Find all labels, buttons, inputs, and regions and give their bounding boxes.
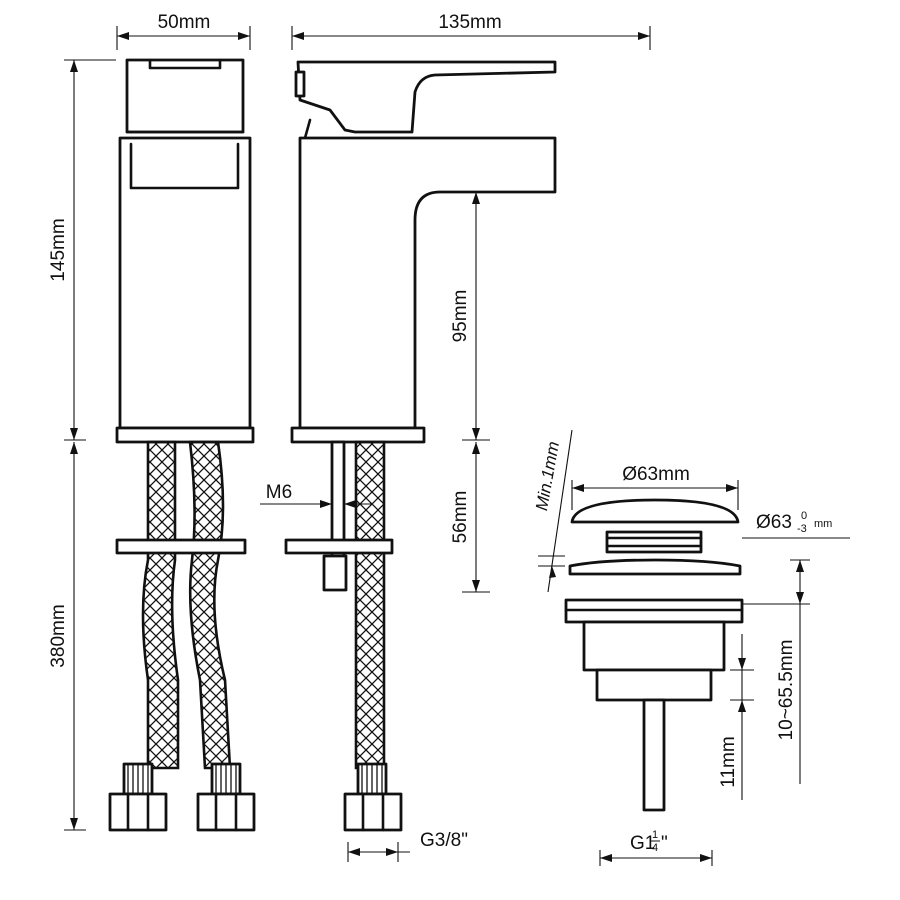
label-length-side: 135mm <box>438 12 501 33</box>
label-min-gap: Min.1mm <box>532 440 563 512</box>
faucet-side-view <box>284 60 557 832</box>
svg-text:mm: mm <box>814 518 832 530</box>
side-base <box>290 426 426 444</box>
front-lever-cap <box>125 58 245 134</box>
front-hose-right <box>188 440 232 770</box>
waste-cap <box>570 498 740 524</box>
svg-text:4: 4 <box>652 842 658 854</box>
front-hose-left <box>141 440 180 770</box>
side-lever-handle <box>296 60 557 134</box>
dimension-labels: 50mm 135mm 145mm 380mm 95mm 56mm M6 G3/8… <box>48 12 832 854</box>
front-body <box>118 136 252 430</box>
side-clamp-plate <box>284 538 394 555</box>
waste-flange <box>568 558 742 576</box>
waste-drain <box>564 498 744 812</box>
waste-tailpipe <box>642 698 666 812</box>
front-base <box>115 426 255 444</box>
label-hose-length: 380mm <box>48 604 69 667</box>
label-waste-flange-diameter: Ø63 0 -3 mm <box>756 510 832 535</box>
side-nut <box>343 792 403 832</box>
label-spout-height: 95mm <box>450 290 471 343</box>
label-shank-length: 56mm <box>450 491 471 544</box>
waste-nut <box>595 668 713 702</box>
front-nut-left <box>108 792 168 832</box>
label-waste-adjust-range: 10~65.5mm <box>776 640 797 741</box>
label-width-front: 50mm <box>158 12 211 33</box>
waste-body <box>582 620 726 672</box>
svg-text:-3: -3 <box>797 523 807 535</box>
svg-text:Ø63: Ø63 <box>756 512 792 533</box>
dimension-lines <box>64 26 850 866</box>
svg-text:0: 0 <box>801 510 807 522</box>
side-hose <box>354 440 386 770</box>
svg-text:": " <box>661 833 668 854</box>
front-nut-right <box>196 792 256 832</box>
svg-text:G1: G1 <box>630 833 655 854</box>
side-body-spout <box>298 136 557 430</box>
svg-text:1: 1 <box>652 829 658 841</box>
label-hose-connection: G3/8" <box>420 830 468 851</box>
label-waste-thread-length: 11mm <box>718 736 739 787</box>
label-waste-cap-diameter: Ø63mm <box>622 464 690 485</box>
label-waste-thread: G1 1 4 " <box>630 829 668 854</box>
faucet-front-view <box>108 58 256 832</box>
front-clamp-plate <box>115 538 247 555</box>
label-bolt-size: M6 <box>266 482 292 503</box>
label-total-height: 145mm <box>48 218 69 281</box>
